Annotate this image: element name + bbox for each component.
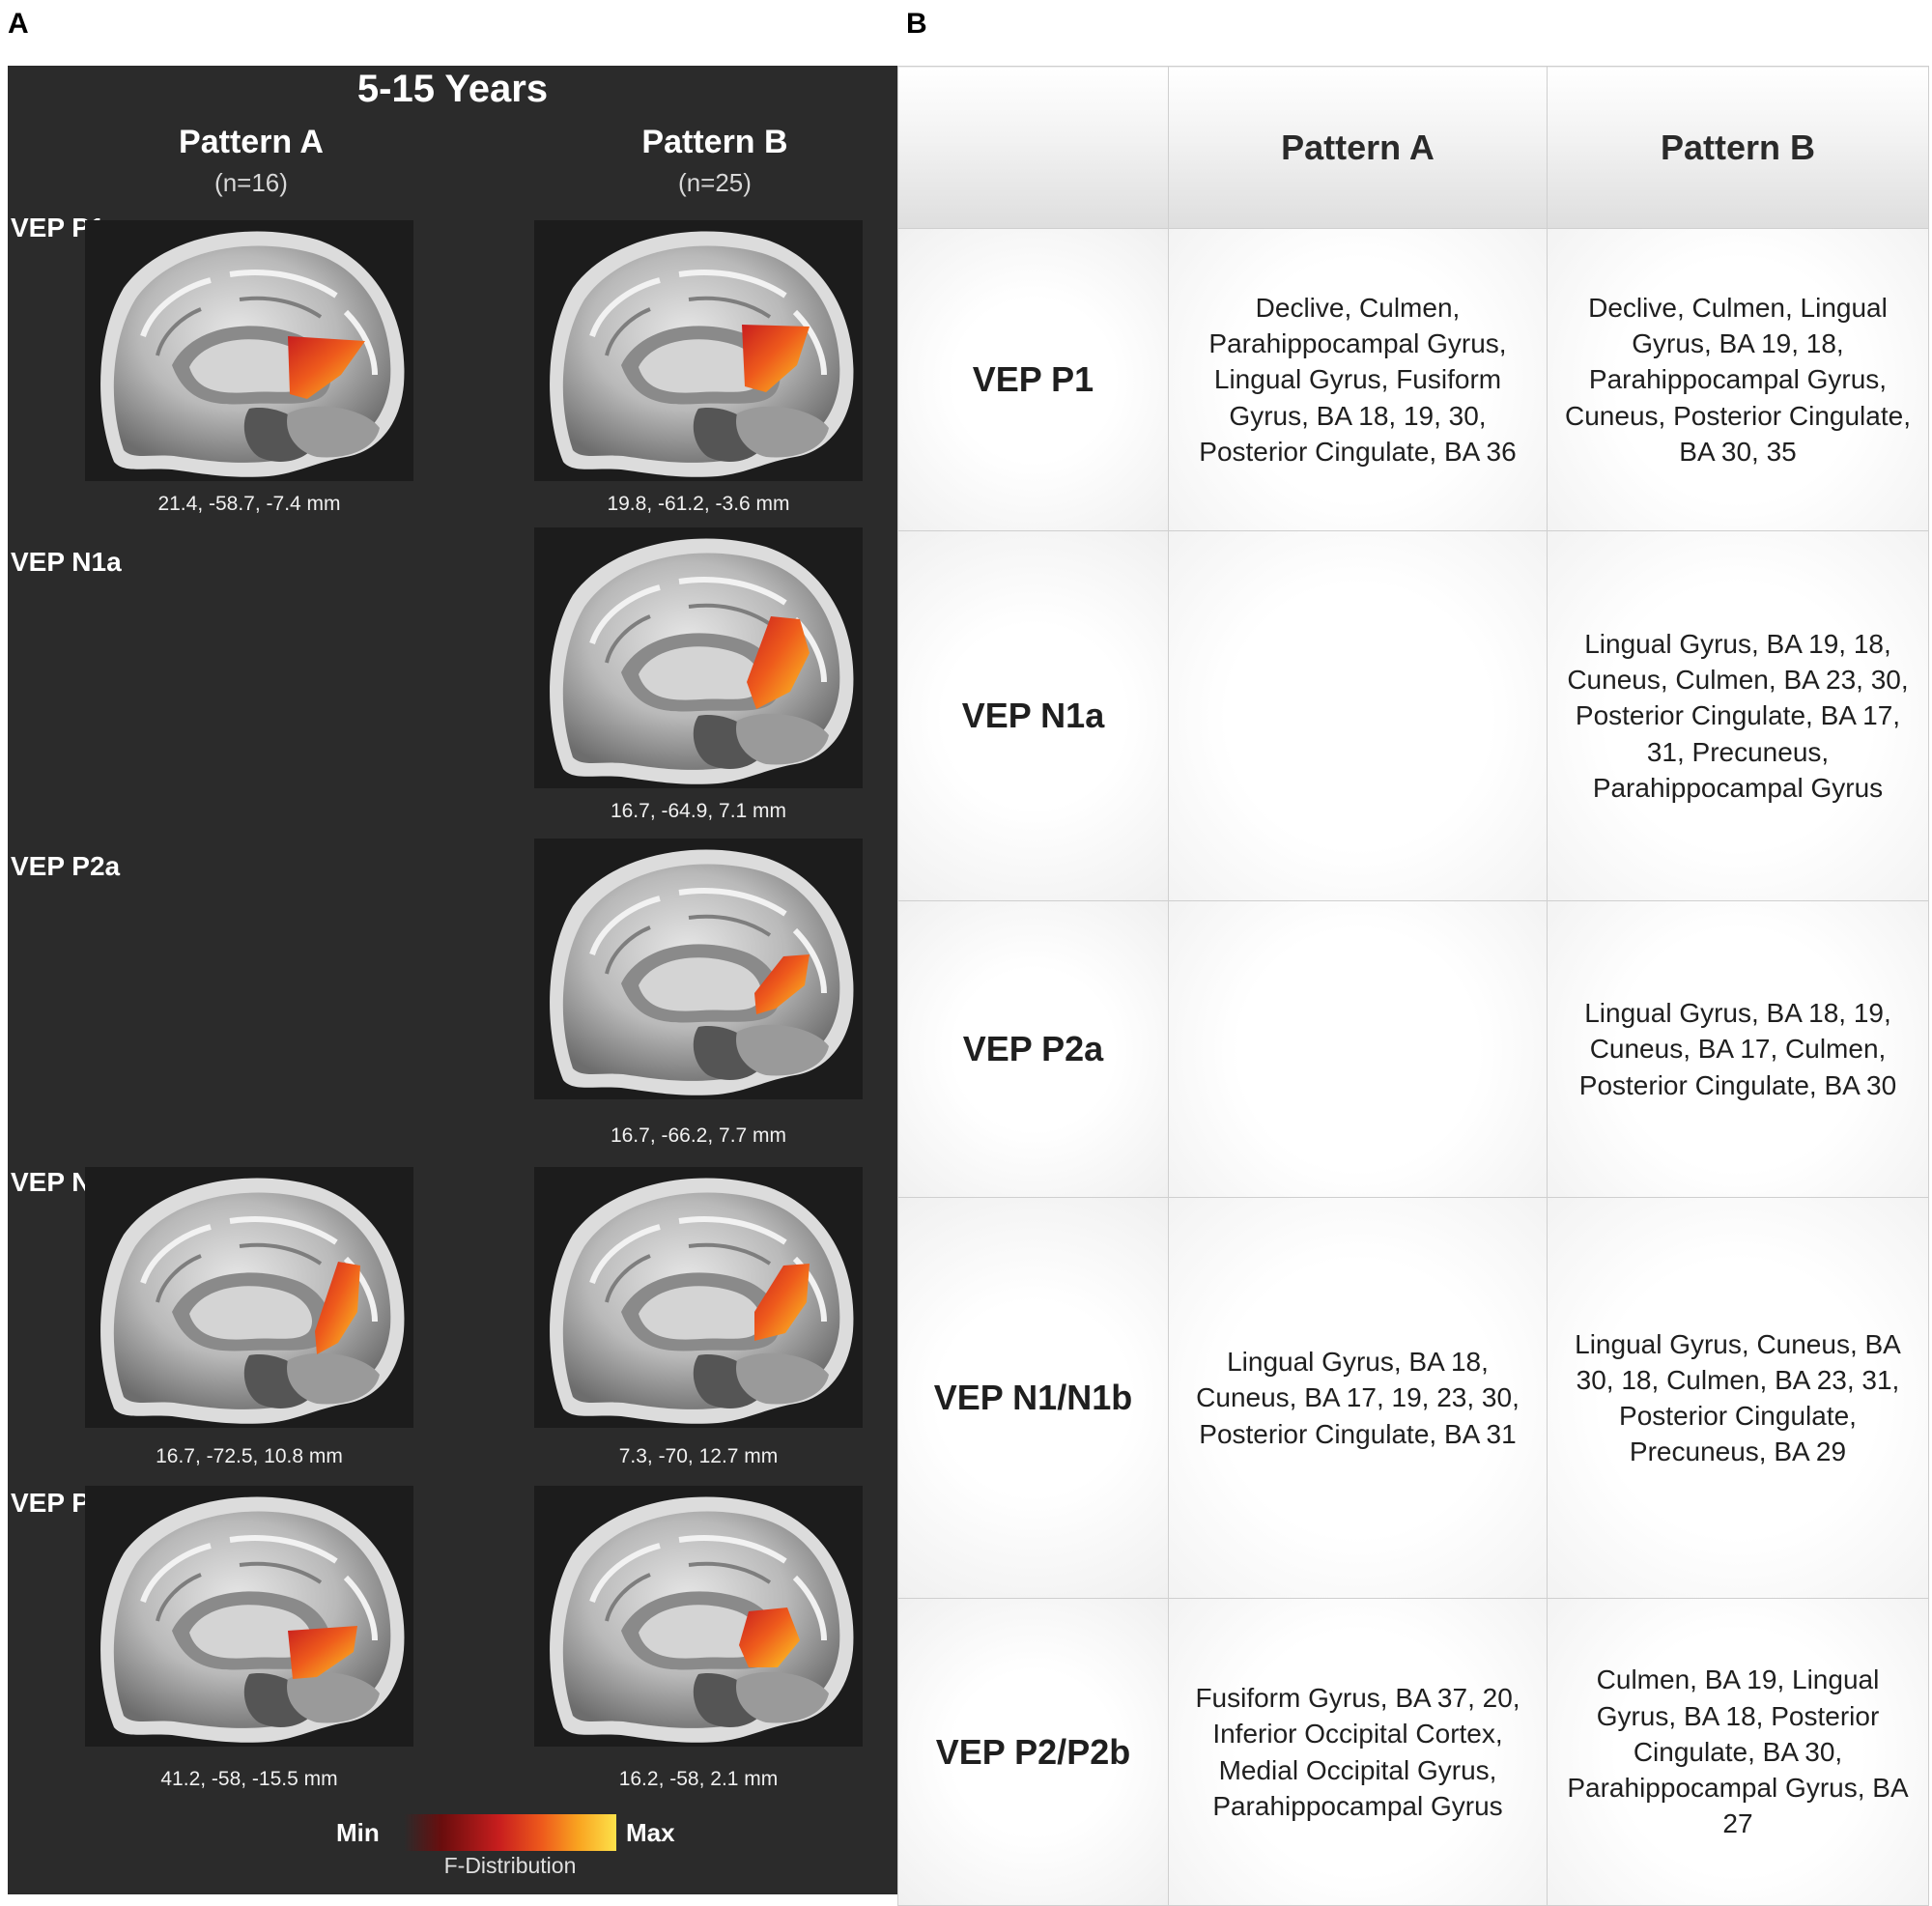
age-group-title: 5-15 Years [356,68,549,110]
coordinate-label: 16.2, -58, 2.1 mm [618,1768,779,1790]
coordinate-label: 7.3, -70, 12.7 mm [618,1445,779,1467]
table-cell-pattern-b: Culmen, BA 19, Lingual Gyrus, BA 18, Pos… [1547,1598,1929,1906]
activation-overlay [747,616,810,709]
table-cell-pattern-b: Declive, Culmen, Lingual Gyrus, BA 19, 1… [1547,228,1929,531]
table-cell-pattern-a: Fusiform Gyrus, BA 37, 20, Inferior Occi… [1168,1598,1548,1906]
coordinate-label: 16.7, -66.2, 7.7 mm [610,1124,787,1147]
table-row: VEP P1 Declive, Culmen, Parahippocampal … [897,228,1929,531]
table-row: VEP N1a Lingual Gyrus, BA 19, 18, Cuneus… [897,530,1929,901]
activation-overlay [288,1626,357,1679]
table-header-corner [897,66,1169,229]
table-cell-pattern-a: Declive, Culmen, Parahippocampal Gyrus, … [1168,228,1548,531]
brain-image [85,1486,413,1747]
coordinate-label: 19.8, -61.2, -3.6 mm [607,493,790,515]
brain-image [534,220,863,481]
table-cell-pattern-a [1168,900,1548,1198]
table-row-label: VEP N1a [897,530,1169,901]
table-row: VEP P2/P2b Fusiform Gyrus, BA 37, 20, In… [897,1598,1929,1906]
brain-image [534,1486,863,1747]
colorbar-gradient [404,1814,616,1851]
panel-b-letter: B [906,8,927,40]
brain-image [534,839,863,1099]
table-cell-pattern-a [1168,530,1548,901]
colorbar-min-label: Min [336,1818,380,1847]
column-n-pattern-a: (n=16) [214,168,288,197]
table-cell-pattern-b: Lingual Gyrus, BA 19, 18, Cuneus, Culmen… [1547,530,1929,901]
table-cell-pattern-b: Lingual Gyrus, BA 18, 19, Cuneus, BA 17,… [1547,900,1929,1198]
table-cell-pattern-b: Lingual Gyrus, Cuneus, BA 30, 18, Culmen… [1547,1197,1929,1599]
table-header-pattern-a: Pattern A [1168,66,1548,229]
panel-a-brain-images: 5-15 Years Pattern A (n=16) Pattern B (n… [8,66,897,1894]
activation-overlay [754,954,810,1014]
activation-overlay [742,325,810,392]
colorbar-max-label: Max [626,1818,675,1847]
panel-a-letter: A [8,8,29,40]
brain-image [85,1167,413,1428]
colorbar-title: F-Distribution [443,1853,577,1878]
row-label: VEP P2a [11,851,121,881]
table-row-label: VEP P2a [897,900,1169,1198]
region-table: Pattern A Pattern B VEP P1 Declive, Culm… [897,66,1929,1906]
coordinate-label: 41.2, -58, -15.5 mm [160,1768,338,1790]
column-head-pattern-a: Pattern A [179,124,324,160]
table-row: VEP N1/N1b Lingual Gyrus, BA 18, Cuneus,… [897,1197,1929,1599]
activation-overlay [739,1607,800,1667]
brain-image [85,220,413,481]
column-head-pattern-b: Pattern B [641,124,788,160]
brain-image [534,527,863,788]
activation-overlay [315,1262,360,1354]
column-n-pattern-b: (n=25) [678,168,752,197]
coordinate-label: 21.4, -58.7, -7.4 mm [157,493,341,515]
row-label: VEP N1a [11,547,122,577]
table-row-label: VEP N1/N1b [897,1197,1169,1599]
table-row-label: VEP P2/P2b [897,1598,1169,1906]
coordinate-label: 16.7, -72.5, 10.8 mm [156,1445,343,1467]
table-cell-pattern-a: Lingual Gyrus, BA 18, Cuneus, BA 17, 19,… [1168,1197,1548,1599]
coordinate-label: 16.7, -64.9, 7.1 mm [610,800,787,822]
table-header-pattern-b: Pattern B [1547,66,1929,229]
activation-overlay [754,1264,810,1341]
table-header-row: Pattern A Pattern B [897,66,1929,229]
activation-overlay [288,336,365,399]
table-row: VEP P2a Lingual Gyrus, BA 18, 19, Cuneus… [897,900,1929,1198]
panel-b-region-table: Pattern A Pattern B VEP P1 Declive, Culm… [897,66,1929,1906]
table-row-label: VEP P1 [897,228,1169,531]
brain-image [534,1167,863,1428]
